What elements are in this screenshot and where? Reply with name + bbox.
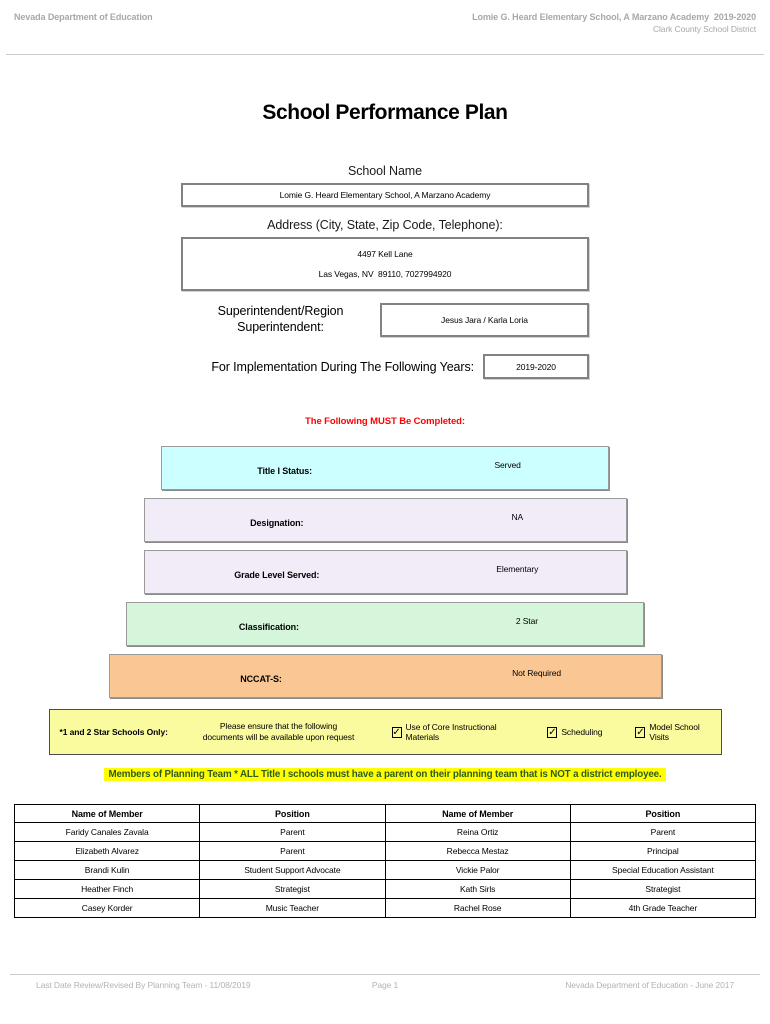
classification-label: Classification: xyxy=(238,622,299,632)
star-schools-label: *1 and 2 Star Schools Only: xyxy=(59,727,168,737)
superintendent-label: Superintendent/Region Superintendent: xyxy=(181,304,380,335)
header-district: Clark County School District xyxy=(652,24,756,34)
checked-checkbox-icon[interactable]: ✓ xyxy=(547,726,558,738)
implementation-years-field[interactable]: 2019-2020 xyxy=(483,354,589,379)
table-row: Heather Finch Strategist Kath Sirls Stra… xyxy=(13,879,757,899)
designation-value: NA xyxy=(511,512,524,522)
star-schools-bar: *1 and 2 Star Schools Only: Please ensur… xyxy=(48,709,722,755)
title-i-status-row: Title I Status: Served xyxy=(161,446,609,490)
member-position-cell: Student Support Advocate xyxy=(199,860,386,880)
superintendent-row: Superintendent/Region Superintendent: Je… xyxy=(181,303,589,337)
table-header-row: Name of Member Position Name of Member P… xyxy=(13,804,757,823)
page-header: Nevada Department of Education Lomie G. … xyxy=(0,0,770,34)
member-position-cell: Parent xyxy=(199,841,386,861)
must-be-completed-note: The Following MUST Be Completed: xyxy=(305,416,465,427)
school-name-field[interactable]: Lomie G. Heard Elementary School, A Marz… xyxy=(181,183,589,207)
checkbox-item-model-visits: ✓ Model School Visits xyxy=(635,722,710,742)
table-row: Casey Korder Music Teacher Rachel Rose 4… xyxy=(13,898,757,918)
member-name-cell: Casey Korder xyxy=(13,898,201,918)
member-name-cell: Elizabeth Alvarez xyxy=(13,841,201,861)
school-name-label: School Name xyxy=(348,164,422,178)
header-school-name: Lomie G. Heard Elementary School, A Marz… xyxy=(472,12,756,22)
member-name-cell: Brandi Kulin xyxy=(13,860,201,880)
implementation-years-value: 2019-2020 xyxy=(516,361,556,372)
star-schools-note: Please ensure that the following documen… xyxy=(188,721,370,744)
superintendent-label-line1: Superintendent/Region xyxy=(217,304,344,319)
grade-level-label: Grade Level Served: xyxy=(234,570,320,580)
superintendent-label-line2: Superintendent: xyxy=(237,320,324,334)
header-right-block: Lomie G. Heard Elementary School, A Marz… xyxy=(472,12,756,34)
member-position-cell: Special Education Assistant xyxy=(569,860,757,880)
checkbox-label-scheduling: Scheduling xyxy=(561,727,603,737)
member-name-cell: Reina Ortiz xyxy=(384,822,571,842)
nccat-s-row: NCCAT-S: Not Required xyxy=(108,654,662,698)
designation-row: Designation: NA xyxy=(143,498,627,542)
member-name-cell: Heather Finch xyxy=(13,879,201,899)
member-position-cell: Strategist xyxy=(569,879,757,899)
superintendent-value: Jesus Jara / Karla Loria xyxy=(441,315,528,325)
col-header-name-1: Name of Member xyxy=(13,804,201,823)
member-position-cell: Strategist xyxy=(199,879,386,899)
page-title: School Performance Plan xyxy=(262,101,508,124)
implementation-row: For Implementation During The Following … xyxy=(181,354,589,379)
checkbox-label-model-visits: Model School Visits xyxy=(649,722,700,742)
member-name-cell: Vickie Palor xyxy=(384,860,571,880)
col-header-position-1: Position xyxy=(199,804,386,823)
checkbox-item-scheduling: ✓ Scheduling xyxy=(547,726,603,738)
classification-row: Classification: 2 Star xyxy=(126,602,644,646)
footer-revision-date: Last Date Review/Revised By Planning Tea… xyxy=(36,980,251,990)
member-position-cell: Principal xyxy=(569,841,757,861)
star-schools-note-line1: Please ensure that the following xyxy=(219,720,338,731)
checkbox-label-core-materials: Use of Core Instructional Materials xyxy=(405,722,497,742)
superintendent-field[interactable]: Jesus Jara / Karla Loria xyxy=(380,303,589,337)
page-footer: Last Date Review/Revised By Planning Tea… xyxy=(10,974,760,990)
designation-label: Designation: xyxy=(250,518,304,528)
checkbox-item-core-materials: ✓ Use of Core Instructional Materials xyxy=(391,722,515,742)
member-name-cell: Rachel Rose xyxy=(384,898,571,918)
implementation-label: For Implementation During The Following … xyxy=(211,359,474,374)
member-name-cell: Faridy Canales Zavala xyxy=(13,822,201,842)
member-name-cell: Kath Sirls xyxy=(384,879,571,899)
status-pyramid: Title I Status: Served Designation: NA G… xyxy=(0,446,770,698)
table-row: Brandi Kulin Student Support Advocate Vi… xyxy=(13,860,757,880)
grade-level-row: Grade Level Served: Elementary xyxy=(143,550,627,594)
planning-team-table: Name of Member Position Name of Member P… xyxy=(13,804,757,918)
planning-team-note: Members of Planning Team * ALL Title I s… xyxy=(104,768,666,781)
col-header-position-2: Position xyxy=(569,804,757,823)
address-line1: 4497 Kell Lane xyxy=(357,249,413,259)
table-row: Faridy Canales Zavala Parent Reina Ortiz… xyxy=(13,822,757,842)
title-i-status-label: Title I Status: xyxy=(257,466,313,476)
grade-level-value: Elementary xyxy=(496,564,539,574)
nccat-s-label: NCCAT-S: xyxy=(240,674,282,684)
checked-checkbox-icon[interactable]: ✓ xyxy=(635,726,646,738)
classification-value: 2 Star xyxy=(515,616,538,626)
header-department: Nevada Department of Education xyxy=(14,12,153,22)
footer-source: Nevada Department of Education - June 20… xyxy=(565,980,734,990)
address-line2: Las Vegas, NV 89110, 7027994920 xyxy=(318,269,452,279)
member-name-cell: Rebecca Mestaz xyxy=(384,841,571,861)
title-i-status-value: Served xyxy=(494,460,521,470)
checked-checkbox-icon[interactable]: ✓ xyxy=(391,726,402,738)
planning-team-note-wrap: Members of Planning Team * ALL Title I s… xyxy=(0,764,770,782)
address-field[interactable]: 4497 Kell Lane Las Vegas, NV 89110, 7027… xyxy=(181,237,589,291)
member-position-cell: Parent xyxy=(199,822,386,842)
table-row: Elizabeth Alvarez Parent Rebecca Mestaz … xyxy=(13,841,757,861)
address-label: Address (City, State, Zip Code, Telephon… xyxy=(267,218,503,232)
member-position-cell: 4th Grade Teacher xyxy=(569,898,757,918)
member-position-cell: Music Teacher xyxy=(199,898,386,918)
member-position-cell: Parent xyxy=(569,822,757,842)
school-name-value: Lomie G. Heard Elementary School, A Marz… xyxy=(279,190,491,200)
col-header-name-2: Name of Member xyxy=(384,804,571,823)
star-schools-note-line2: documents will be available upon request xyxy=(202,732,355,742)
checkbox-group: ✓ Use of Core Instructional Materials ✓ … xyxy=(391,722,711,742)
header-divider xyxy=(6,54,764,55)
nccat-s-value: Not Required xyxy=(512,668,561,678)
